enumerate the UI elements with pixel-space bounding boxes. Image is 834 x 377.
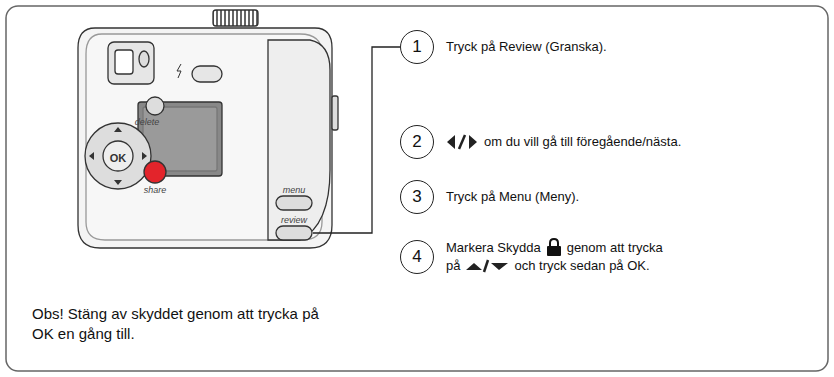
step-circle: 2 bbox=[400, 125, 434, 159]
step-circle: 3 bbox=[400, 180, 434, 214]
button-label: review bbox=[281, 215, 307, 225]
button-label: OK bbox=[110, 150, 127, 166]
frame bbox=[6, 6, 828, 371]
left-right-arrows-icon bbox=[446, 134, 478, 150]
step-text: Markera Skydda bbox=[446, 240, 541, 256]
step-circle: 4 bbox=[400, 240, 434, 274]
note-text: Obs! Stäng av skyddet genom att trycka p… bbox=[32, 304, 332, 344]
step-text: om du vill gå till föregående/nästa. bbox=[484, 134, 681, 150]
step-text: genom att trycka bbox=[567, 240, 663, 256]
lock-icon bbox=[546, 238, 562, 256]
step-circle: 1 bbox=[400, 30, 434, 64]
step-text: på bbox=[446, 258, 460, 274]
step-text: Tryck på Review (Granska). bbox=[446, 39, 607, 55]
callout-number: 3 bbox=[412, 187, 421, 207]
leader-line bbox=[313, 47, 400, 233]
button-label: share bbox=[144, 185, 167, 195]
up-down-arrows-icon bbox=[465, 259, 509, 273]
step-text: och tryck sedan på OK. bbox=[514, 258, 649, 274]
callout-number: 2 bbox=[412, 132, 421, 152]
button-label: menu bbox=[283, 185, 306, 195]
step-text: Tryck på Menu (Meny). bbox=[446, 189, 579, 205]
camera-drawing bbox=[78, 10, 338, 248]
button-label: delete bbox=[135, 117, 160, 127]
callout-number: 4 bbox=[412, 247, 421, 267]
callout-number: 1 bbox=[412, 37, 421, 57]
